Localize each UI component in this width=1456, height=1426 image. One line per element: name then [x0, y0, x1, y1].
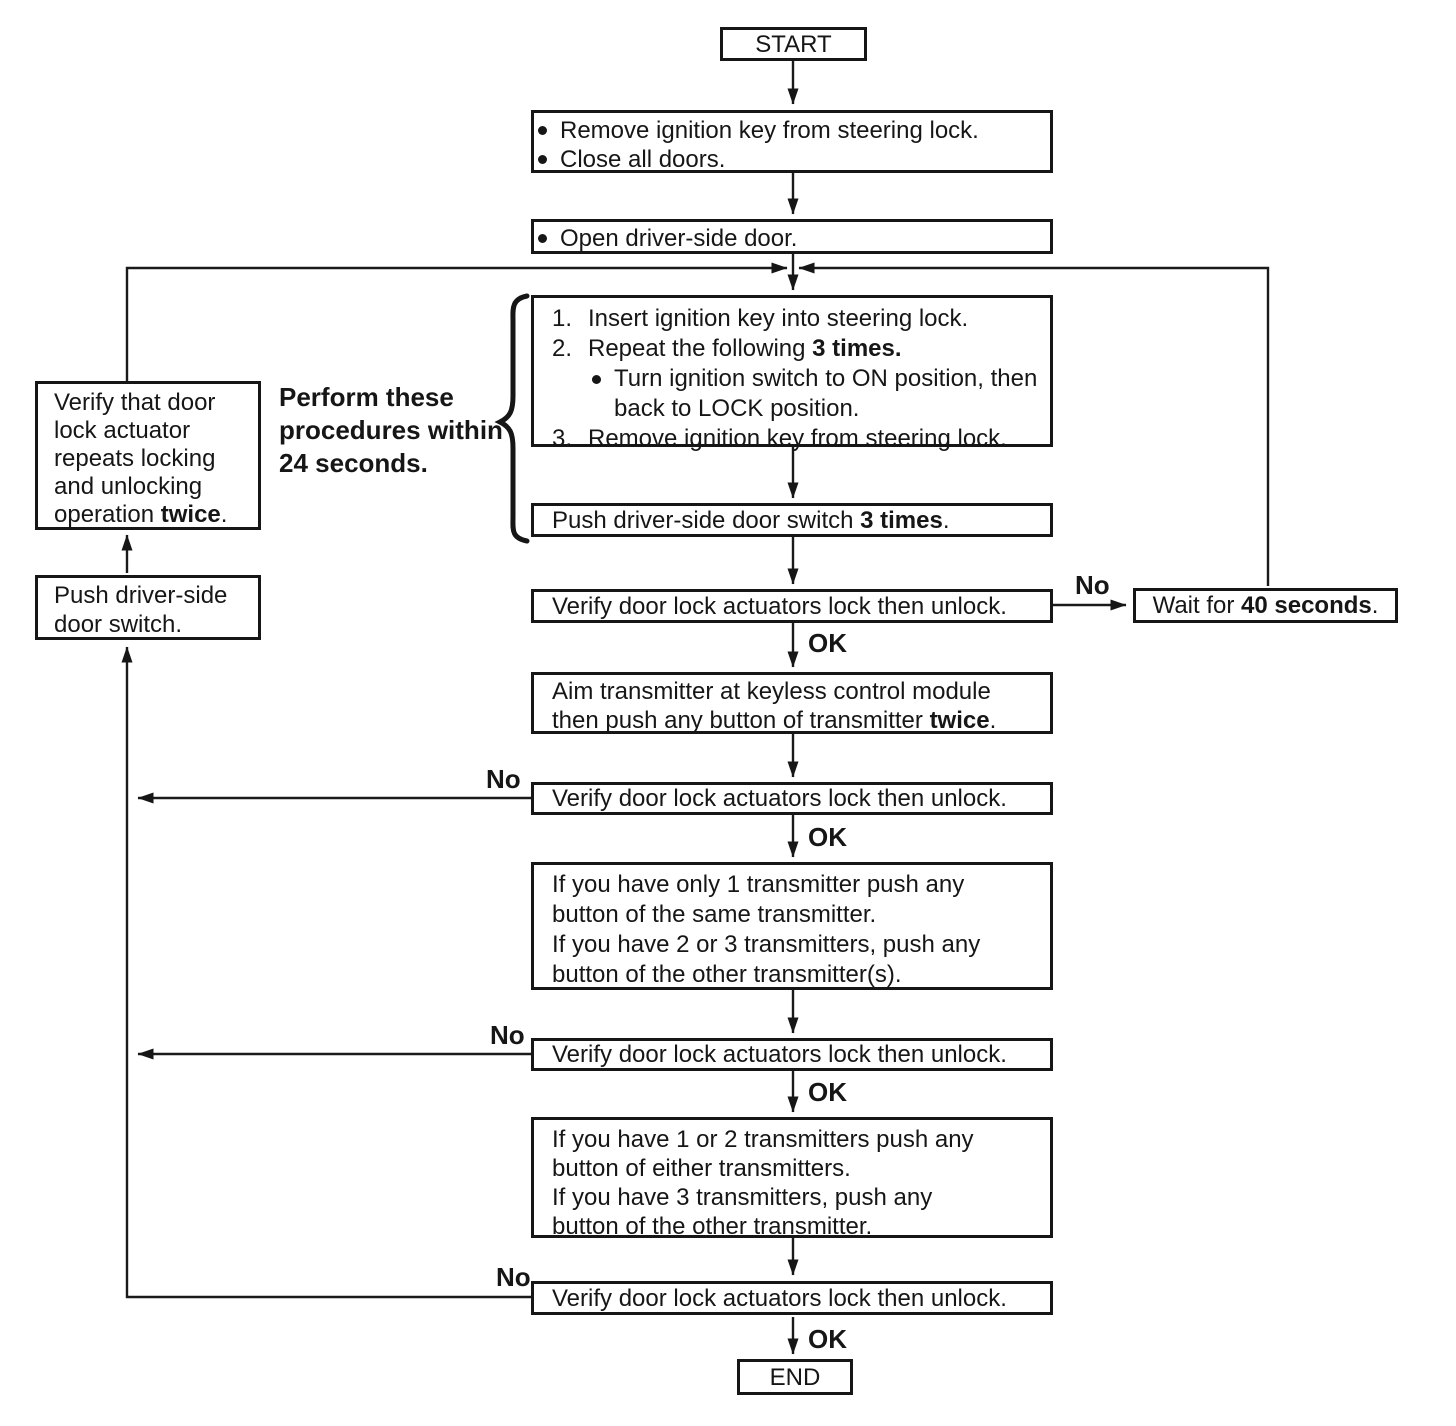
aim-line-1: Aim transmitter at keyless control modul… [552, 678, 991, 705]
substep-text-line2: back to LOCK position. [614, 395, 860, 422]
key-cycle-substep: Turn ignition switch to ON position, the… [588, 364, 1046, 394]
prep-box: Remove ignition key from steering lock. … [531, 110, 1053, 173]
step-text: Insert ignition key into steering lock. [588, 305, 969, 332]
wait-40-box: Wait for 40 seconds. [1133, 588, 1398, 623]
key-cycle-substep-line2: back to LOCK position. [614, 394, 1046, 424]
aim-line-2: then push any button of transmitter twic… [552, 707, 997, 734]
key-cycle-box: 1. Insert ignition key into steering loc… [531, 295, 1053, 452]
side-note-line: procedures within [279, 415, 503, 445]
aim-transmitter-box: Aim transmitter at keyless control modul… [531, 672, 1053, 734]
verify-lock-2-text: Verify door lock actuators lock then unl… [552, 785, 1007, 812]
one-transmitter-line: If you have 2 or 3 transmitters, push an… [552, 931, 981, 958]
no-label-1: No [1075, 570, 1110, 600]
no-path-verify4-up-rail [121, 646, 531, 1299]
no-label-2: No [486, 764, 521, 794]
prep-text-1: Remove ignition key from steering lock. [560, 117, 979, 144]
prep-bullet-1: Remove ignition key from steering lock. [534, 116, 1050, 145]
no-label-4: No [496, 1262, 531, 1292]
step-text: Repeat the following 3 times. [588, 335, 902, 362]
verify-actuator-last-line: operation twice. [54, 501, 228, 528]
open-door-text: Open driver-side door. [560, 225, 798, 252]
push-switch-3-text: Push driver-side door switch 3 times. [552, 506, 950, 534]
verify-lock-1-text: Verify door lock actuators lock then unl… [552, 592, 1007, 620]
return-path-wait-to-keycycle [798, 262, 1270, 586]
verify-lock-1-box: Verify door lock actuators lock then unl… [531, 589, 1053, 623]
side-note-line: Perform these [279, 382, 454, 412]
verify-actuator-line: Verify that door [54, 389, 216, 416]
grouping-brace [494, 293, 530, 544]
side-note-line: 24 seconds. [279, 448, 428, 478]
push-door-switch-line: Push driver-side [54, 582, 228, 609]
push-door-switch-box: Push driver-side door switch. [35, 575, 261, 640]
one-transmitter-line: button of the other transmitter(s). [552, 961, 902, 988]
verify-lock-4-text: Verify door lock actuators lock then unl… [552, 1284, 1007, 1312]
end-node: END [737, 1359, 853, 1395]
one-transmitter-box: If you have only 1 transmitter push any … [531, 862, 1053, 990]
ok-label-3: OK [808, 1077, 847, 1107]
end-label: END [769, 1363, 821, 1391]
start-node: START [720, 27, 867, 61]
two-transmitter-line: button of the other transmitter. [552, 1213, 873, 1240]
key-cycle-step-2: 2. Repeat the following 3 times. [552, 334, 1046, 364]
ok-label-1: OK [808, 628, 847, 658]
side-note: Perform these procedures within 24 secon… [279, 381, 503, 480]
verify-actuator-line: repeats locking [54, 445, 216, 472]
prep-bullet-2: Close all doors. [534, 145, 1050, 174]
open-door-box: Open driver-side door. [531, 219, 1053, 254]
bullet-icon [592, 374, 601, 384]
key-cycle-step-1: 1. Insert ignition key into steering loc… [552, 304, 1046, 334]
bullet-icon [538, 126, 547, 135]
push-door-switch-line: door switch. [54, 611, 183, 638]
step-number: 2. [552, 335, 573, 362]
start-label: START [755, 30, 832, 58]
two-transmitter-line: If you have 3 transmitters, push any [552, 1184, 933, 1211]
substep-text-line1: Turn ignition switch to ON position, the… [614, 365, 1038, 392]
bullet-icon [538, 234, 547, 243]
verify-actuator-line: lock actuator [54, 417, 191, 444]
one-transmitter-line: button of the same transmitter. [552, 901, 877, 928]
step-number: 1. [552, 305, 573, 332]
verify-lock-3-box: Verify door lock actuators lock then unl… [531, 1038, 1053, 1071]
open-door-bullet: Open driver-side door. [534, 224, 1050, 253]
verify-lock-2-box: Verify door lock actuators lock then unl… [531, 782, 1053, 815]
verify-actuator-box: Verify that door lock actuator repeats l… [35, 381, 261, 530]
ok-label-4: OK [808, 1324, 847, 1354]
verify-actuator-line: and unlocking [54, 473, 203, 500]
ok-label-2: OK [808, 822, 847, 852]
push-switch-3-box: Push driver-side door switch 3 times. [531, 503, 1053, 537]
bullet-icon [538, 155, 547, 164]
no-label-3: No [490, 1020, 525, 1050]
return-path-left-to-keycycle [125, 262, 788, 381]
step-text: Remove ignition key from steering lock. [588, 425, 1007, 452]
verify-lock-3-text: Verify door lock actuators lock then unl… [552, 1041, 1007, 1068]
key-cycle-step-3: 3. Remove ignition key from steering loc… [552, 424, 1046, 454]
verify-lock-4-box: Verify door lock actuators lock then unl… [531, 1281, 1053, 1315]
two-transmitter-line: button of either transmitters. [552, 1155, 851, 1182]
step-number: 3. [552, 425, 573, 452]
wait-40-text: Wait for 40 seconds. [1152, 592, 1379, 619]
one-transmitter-line: If you have only 1 transmitter push any [552, 871, 965, 898]
prep-text-2: Close all doors. [560, 146, 726, 173]
two-transmitter-line: If you have 1 or 2 transmitters push any [552, 1126, 974, 1153]
two-transmitter-box: If you have 1 or 2 transmitters push any… [531, 1117, 1053, 1240]
